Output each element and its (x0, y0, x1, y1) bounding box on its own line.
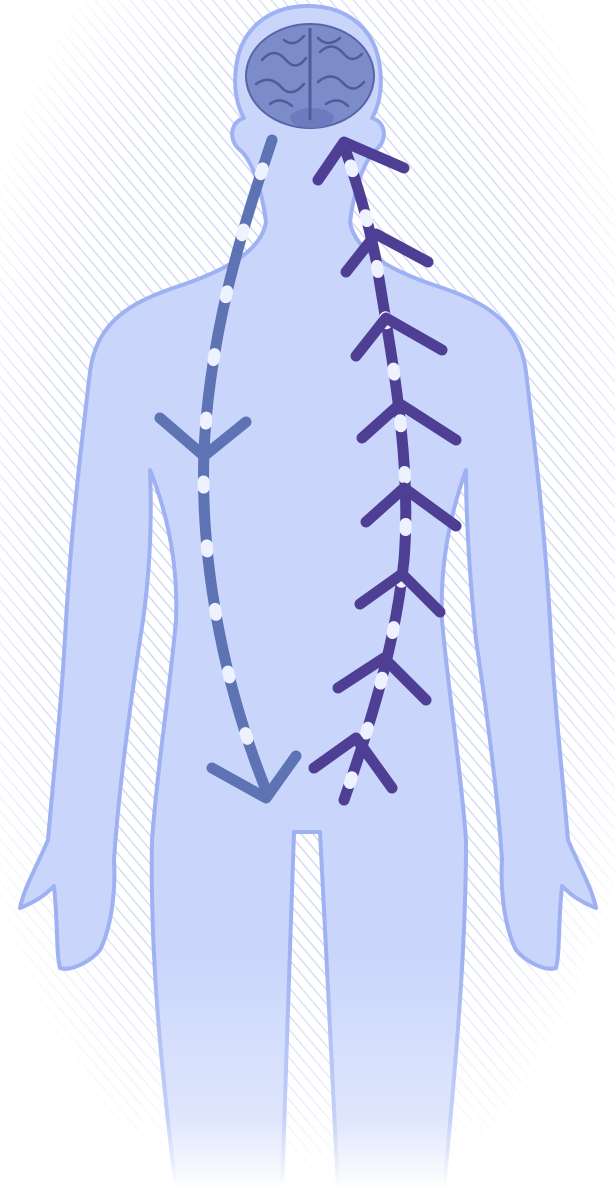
leg-fade (140, 950, 480, 1189)
brain-icon (246, 24, 374, 128)
